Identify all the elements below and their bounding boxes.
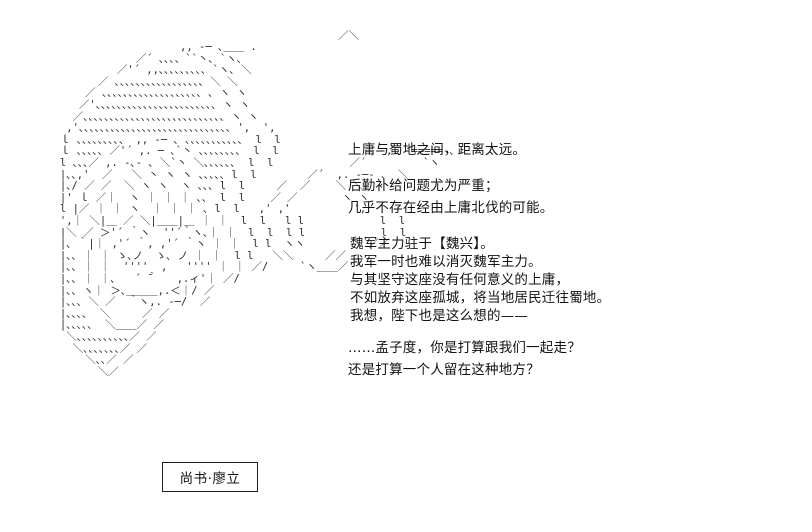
speaker-nameplate: 尚书·廖立 <box>162 462 258 492</box>
ascii-art: ／＼ ,, -─ ､＿＿ . ／´ ､､､、``丶､ `ヽ､ ／'´ ,,､､､… <box>59 29 455 378</box>
speaker-name: 尚书·廖立 <box>179 471 241 487</box>
